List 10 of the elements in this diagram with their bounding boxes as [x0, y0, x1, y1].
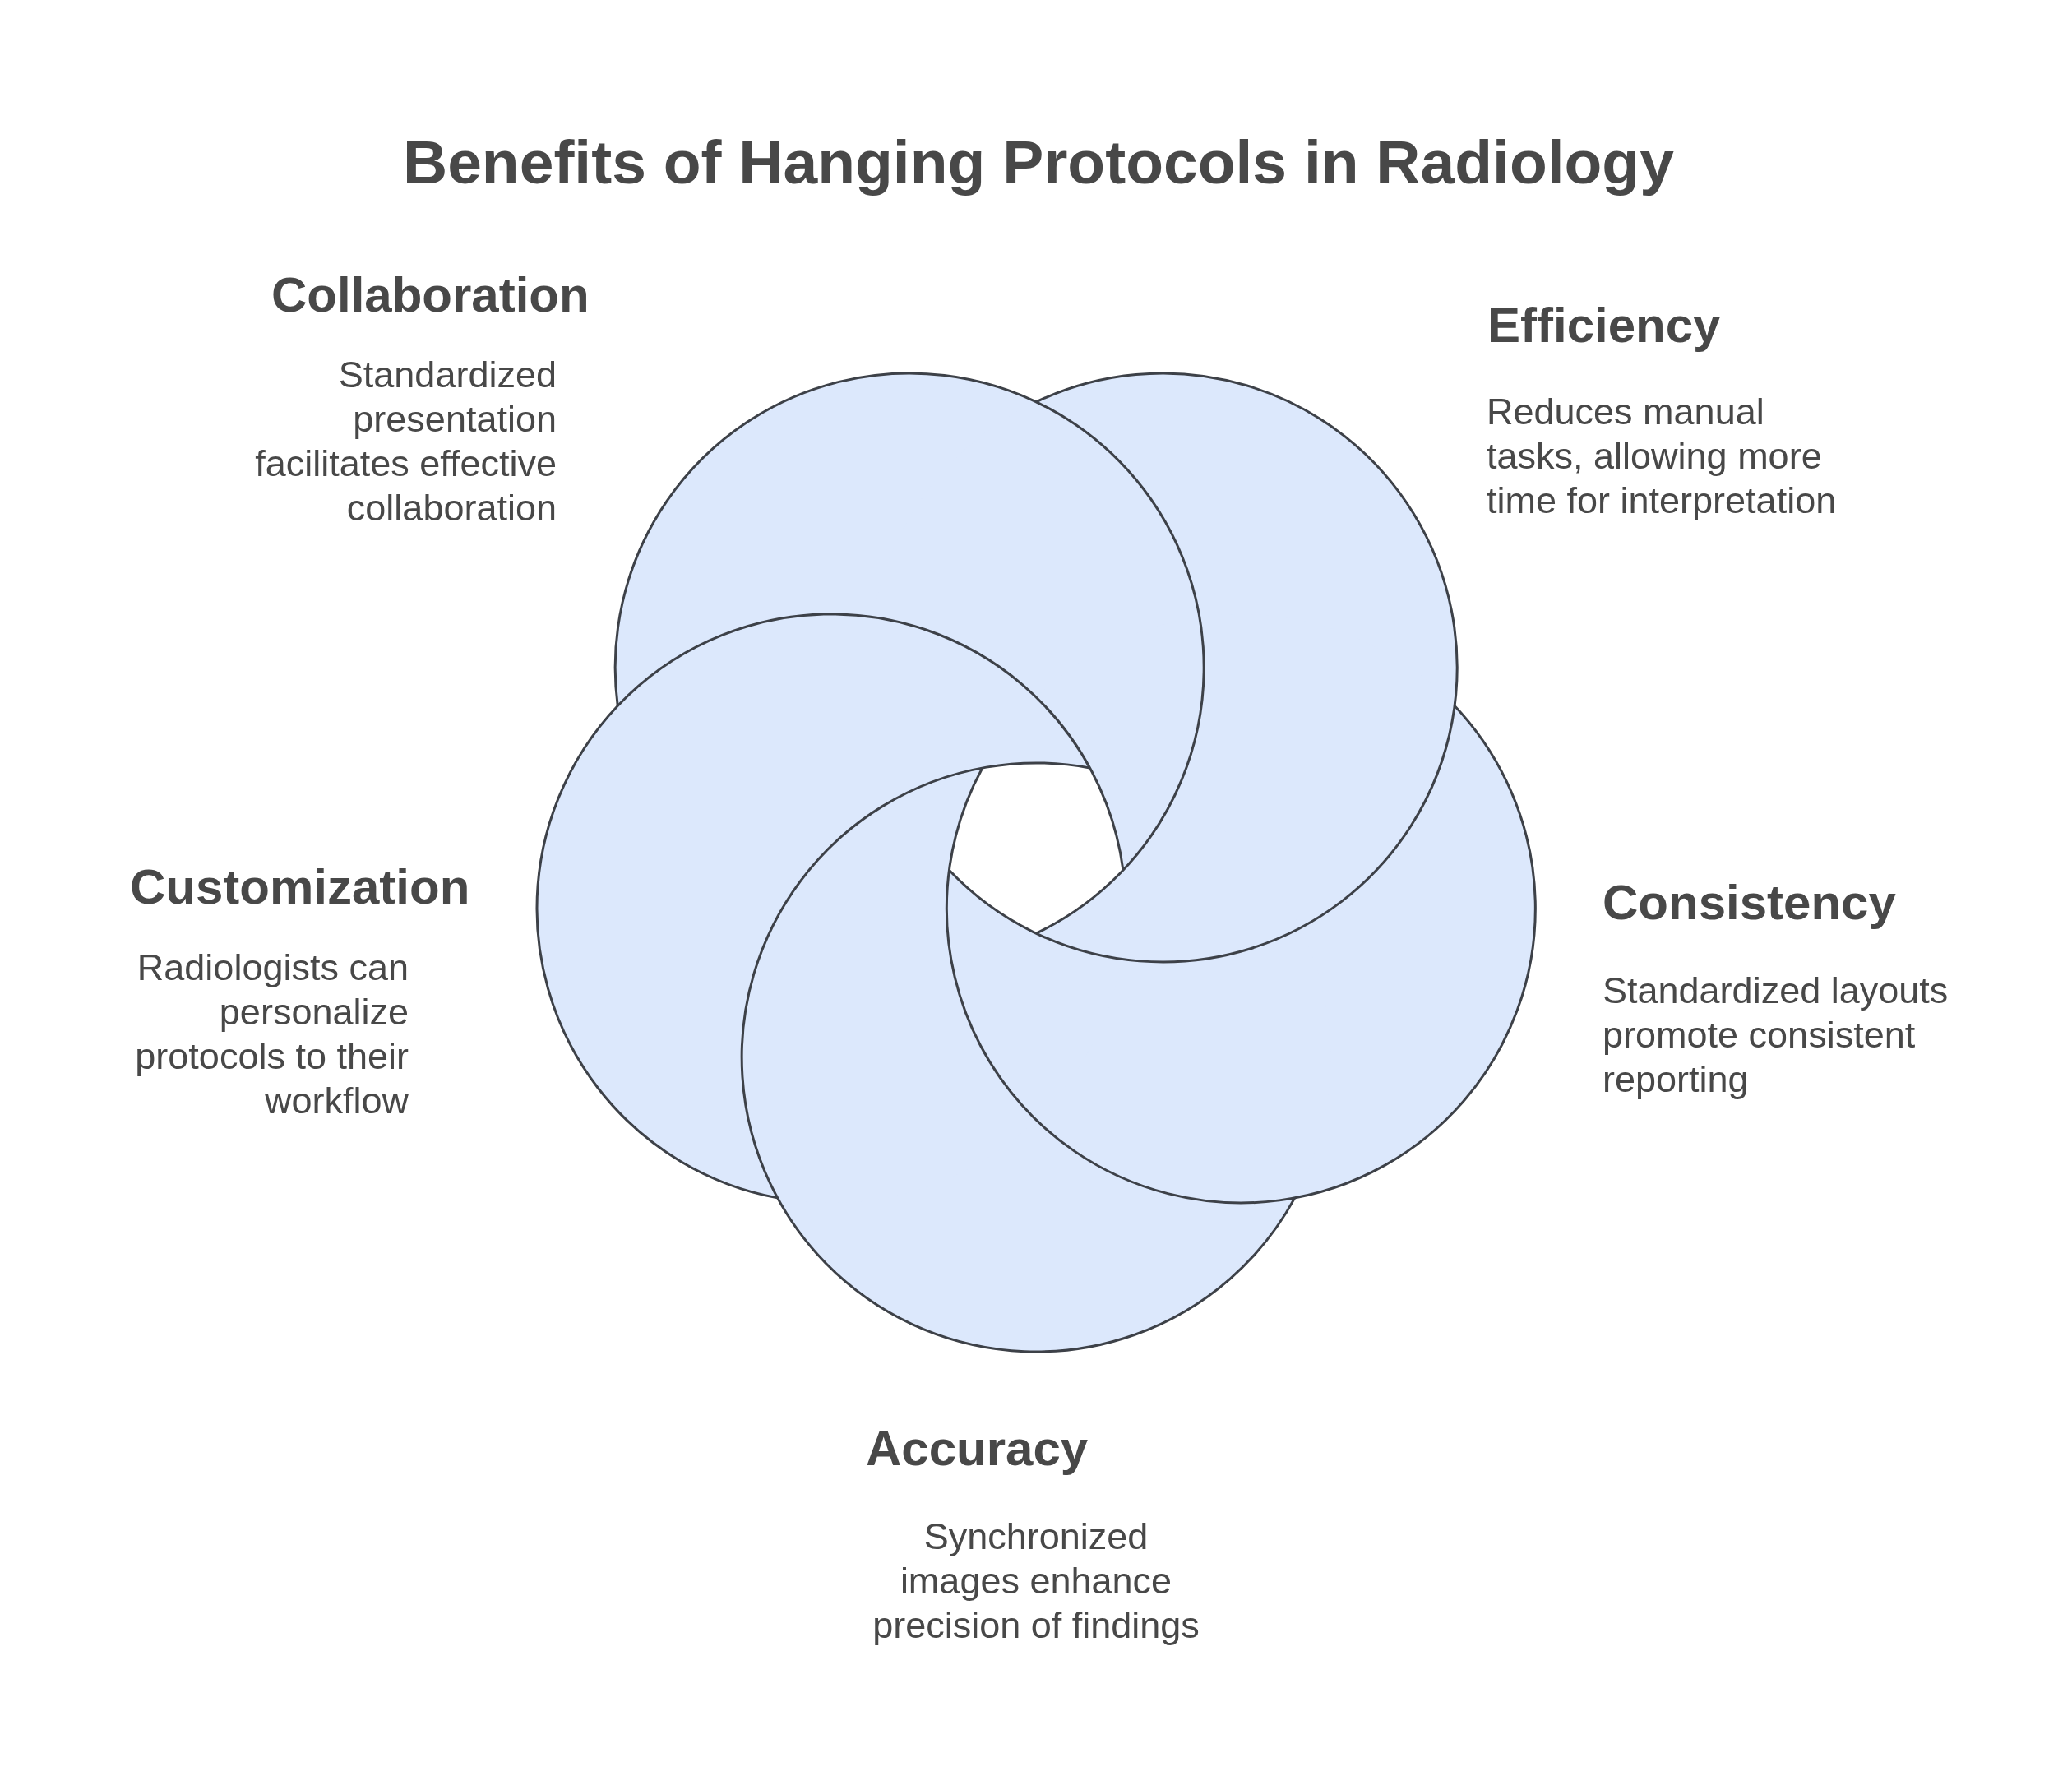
benefit-description: Standardized layouts promote consistent reporting: [1603, 969, 1949, 1102]
benefit-heading: Accuracy: [866, 1424, 1089, 1473]
benefit-heading: Efficiency: [1487, 301, 1721, 350]
benefit-description: Synchronized images enhance precision of findings: [872, 1515, 1200, 1648]
benefit-heading: Collaboration: [271, 271, 590, 320]
benefit-heading: Consistency: [1603, 878, 1896, 927]
benefit-heading: Customization: [130, 863, 470, 912]
benefit-description: Radiologists can personalize protocols to their workflow: [134, 946, 409, 1123]
benefit-description: Reduces manual tasks, allowing more time for interpretation: [1487, 390, 1838, 523]
benefit-description: Standardized presentation facilitates effective collaboration: [254, 353, 557, 530]
